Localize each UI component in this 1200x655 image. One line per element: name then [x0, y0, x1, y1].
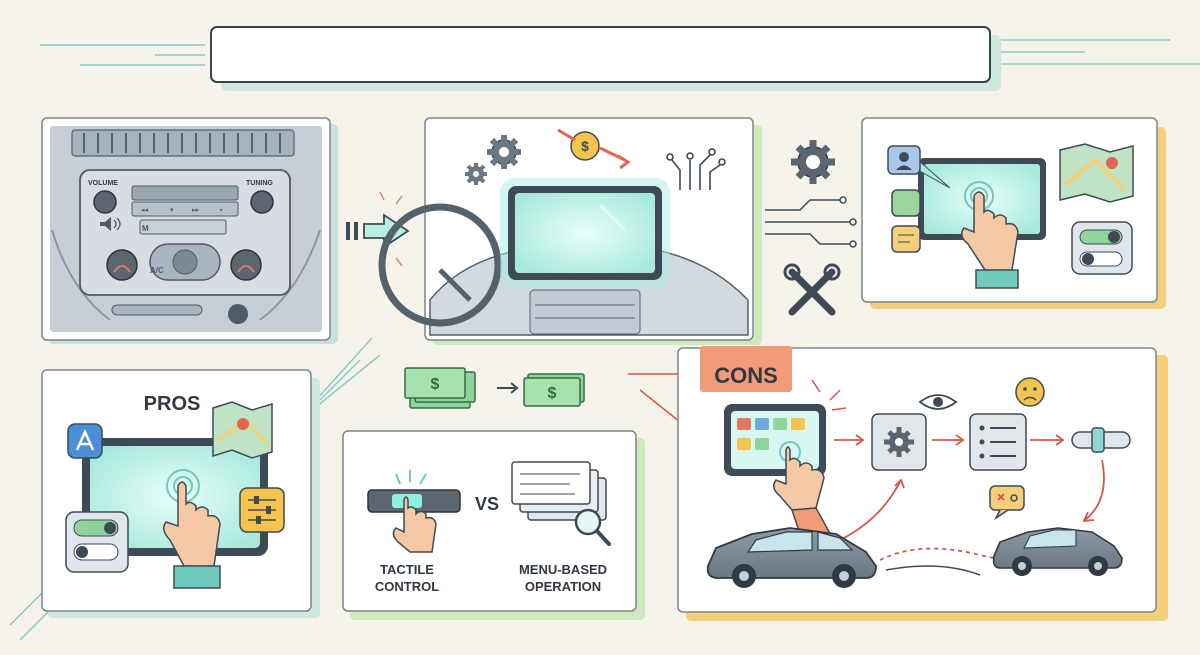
toggle-icon	[1071, 221, 1133, 275]
car-icon	[992, 527, 1123, 576]
currency-symbol: $	[581, 138, 589, 154]
map-icon	[212, 401, 273, 459]
list-menu-icon	[969, 413, 1027, 471]
mode-label-ac: A/C	[150, 266, 164, 275]
car-icon	[706, 527, 877, 588]
volume-label: VOLUME	[88, 180, 118, 187]
circuit-icon	[666, 148, 726, 190]
magnifier-icon	[574, 508, 611, 546]
svg-text:▾: ▾	[170, 207, 174, 214]
vs-label: VS	[475, 494, 499, 514]
svg-text:◂◂: ◂◂	[141, 207, 149, 214]
comparison-panel: VS TACTILE CONTROL MENU-BASED OPERATION	[342, 430, 645, 620]
gear-icon	[487, 135, 521, 169]
money-icon: $ $	[404, 367, 585, 409]
app-store-icon	[67, 423, 103, 459]
title-bar	[210, 26, 1001, 91]
gear-icon	[791, 140, 835, 184]
svg-text:▸▸: ▸▸	[192, 207, 200, 214]
currency-symbol: $	[548, 385, 557, 402]
pros-panel: PROS	[41, 369, 320, 618]
touch-apps-panel	[861, 117, 1166, 309]
hand-pointer-icon	[392, 496, 437, 553]
transition-arrow	[346, 191, 410, 271]
worried-face-icon	[1015, 377, 1045, 407]
mode-label-m: M	[142, 224, 149, 233]
angry-speech-icon	[989, 485, 1025, 521]
folder-icon	[891, 189, 921, 217]
hand-pointer-icon	[163, 469, 221, 589]
svg-text:▪: ▪	[220, 207, 223, 214]
flow-arrows	[834, 434, 1105, 561]
wrench-icon	[783, 263, 841, 316]
tactile-label-line1: TACTILE	[380, 562, 434, 577]
gear-icon	[871, 413, 927, 471]
circuit-lines	[765, 196, 857, 248]
notes-icon	[891, 225, 921, 253]
menu-label-line1: MENU-BASED	[519, 562, 607, 577]
map-icon	[1059, 143, 1134, 203]
eye-icon	[918, 394, 958, 410]
currency-symbol: $	[431, 376, 440, 393]
cons-panel: CONS	[677, 346, 1168, 621]
hand-pointer-icon	[961, 181, 1019, 289]
cons-heading: CONS	[714, 363, 778, 388]
gear-icon	[465, 163, 487, 185]
slider-control-icon	[1071, 427, 1131, 453]
dollar-coin-icon: $	[557, 128, 631, 170]
toggle-icon	[65, 511, 129, 573]
slider-icon	[239, 487, 285, 533]
old-dashboard-panel: ◂◂ ▾ ▸▸ ▪	[41, 117, 338, 344]
menu-label-line2: OPERATION	[525, 579, 601, 594]
tactile-label-line2: CONTROL	[375, 579, 439, 594]
pros-heading: PROS	[144, 393, 201, 415]
modern-dashboard-panel: $	[378, 117, 762, 345]
tuning-label: TUNING	[246, 180, 273, 187]
